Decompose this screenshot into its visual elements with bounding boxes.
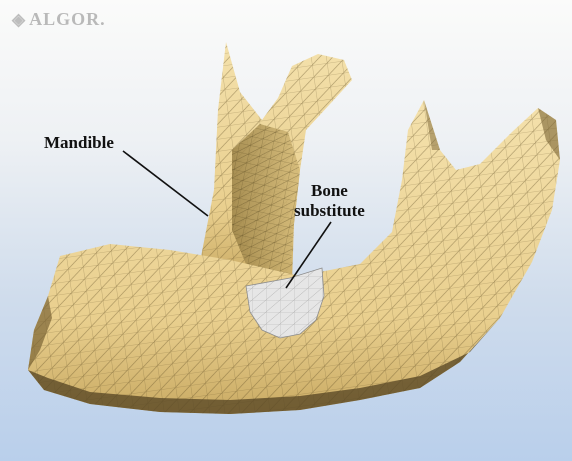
- mandible-label: Mandible: [44, 133, 114, 153]
- left-ramus: [200, 42, 352, 282]
- bone-substitute-label-line2: substitute: [294, 201, 365, 221]
- bone-substitute-label: Bone substitute: [294, 181, 365, 221]
- bone-substitute-label-line1: Bone: [294, 181, 365, 201]
- mandible-leader-line: [123, 151, 208, 216]
